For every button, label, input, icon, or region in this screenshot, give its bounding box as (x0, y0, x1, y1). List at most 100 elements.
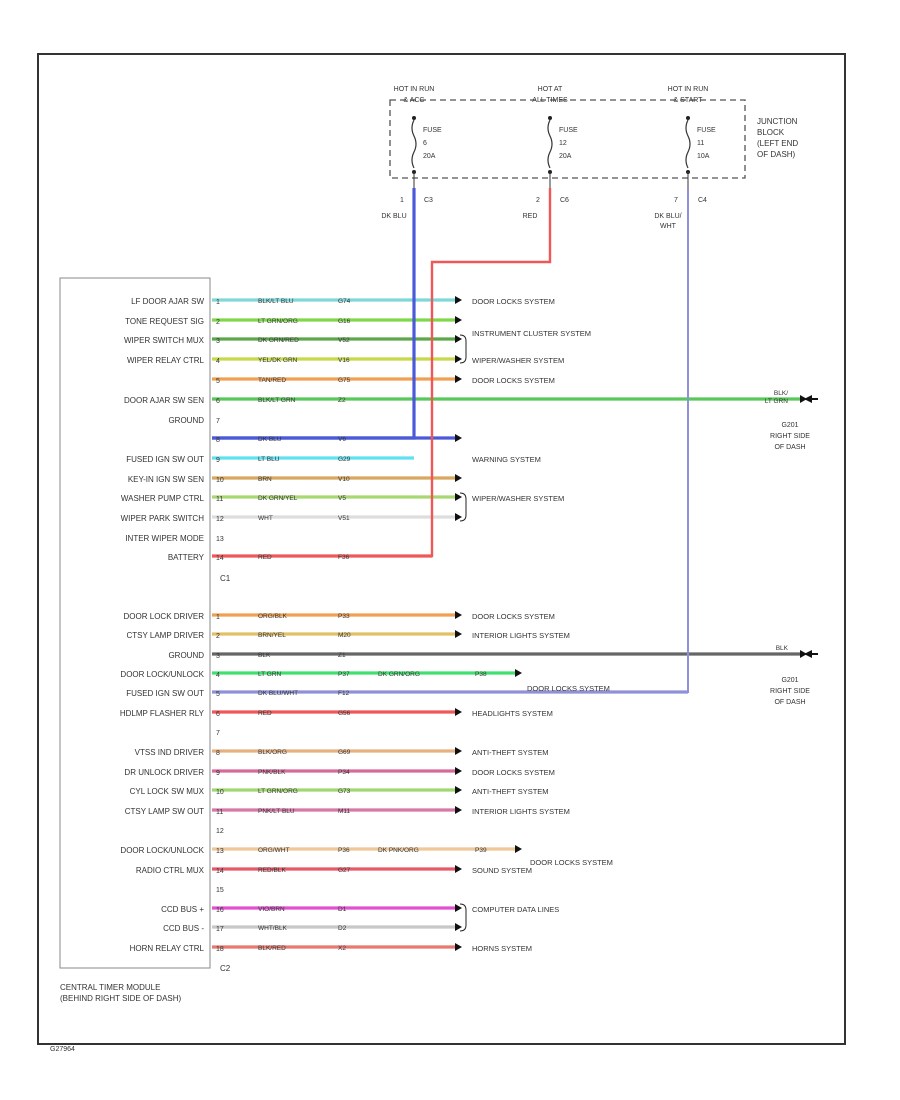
pin-number: 13 (216, 848, 224, 855)
fuse-terminal (548, 116, 552, 120)
wire-color-label: RED/BLK (258, 867, 286, 874)
wire-color-label: BLK/LT BLU (258, 298, 294, 305)
junction-label-line4: OF DASH) (757, 150, 796, 159)
circuit-label: G69 (338, 749, 351, 756)
ground-location-line2: OF DASH (774, 699, 805, 706)
fuse-feed-wire (212, 188, 416, 440)
circuit-label: Z2 (338, 397, 346, 404)
circuit-label: G73 (338, 788, 351, 795)
pin-label: WIPER PARK SWITCH (121, 514, 205, 523)
fuse-feed-wire (212, 188, 552, 558)
pin-number: 3 (216, 653, 220, 660)
group-brace (459, 334, 467, 364)
wire-arrow (800, 395, 807, 403)
pin-number: 15 (216, 887, 224, 894)
destination-label: WARNING SYSTEM (472, 455, 541, 464)
destination-label: WIPER/WASHER SYSTEM (472, 356, 564, 365)
ground-connector-icon (804, 650, 812, 658)
wire-arrow (455, 786, 462, 794)
circuit-label: M20 (338, 632, 351, 639)
wire-color-label: RED (258, 710, 272, 717)
circuit-label: G27 (338, 867, 351, 874)
junction-label-line1: JUNCTION (757, 117, 798, 126)
ground-id: G201 (781, 422, 798, 429)
wire-arrow (455, 513, 462, 521)
circuit-label: G16 (338, 318, 351, 325)
wire-color-label: LT GRN/ORG (258, 788, 298, 795)
pin-number: 1 (216, 299, 220, 306)
pin-label: CYL LOCK SW MUX (130, 787, 205, 796)
pin-number: 9 (216, 770, 220, 777)
pin-number: 1 (216, 614, 220, 621)
pin-number: 14 (216, 868, 224, 875)
wire-color-label: BRN (258, 476, 272, 483)
pin-number: 5 (216, 378, 220, 385)
fuse-number: 11 (697, 140, 704, 147)
pin-number: 4 (216, 358, 220, 365)
wire-arrow (515, 845, 522, 853)
module-box (59, 277, 211, 969)
pin-label: DOOR AJAR SW SEN (124, 396, 204, 405)
pin-label: LF DOOR AJAR SW (131, 297, 204, 306)
pin-label: TONE REQUEST SIG (125, 317, 204, 326)
fuse-wire-color-2: WHT (660, 223, 677, 230)
pin-label: WASHER PUMP CTRL (121, 494, 205, 503)
fuse-connector: C6 (560, 197, 569, 204)
destination-label: DOOR LOCKS SYSTEM (472, 297, 555, 306)
circuit-label: V52 (338, 337, 350, 344)
pin-number: 7 (216, 418, 220, 425)
pin-number: 10 (216, 477, 224, 484)
fuse-hot-line1: HOT IN RUN (394, 86, 435, 93)
pin-label: CTSY LAMP SW OUT (125, 807, 204, 816)
wire-color-label: PNK/LT BLU (258, 808, 295, 815)
wire-arrow (455, 708, 462, 716)
pin-number: 13 (216, 536, 224, 543)
wire-color-label: LT BLU (258, 456, 280, 463)
pin-number: 4 (216, 672, 220, 679)
fuse-amps: 10A (697, 153, 710, 160)
ground-connector-icon (804, 395, 812, 403)
destination-label: DOOR LOCKS SYSTEM (527, 684, 610, 693)
destination-label: ANTI-THEFT SYSTEM (472, 787, 549, 796)
wire-arrow (455, 355, 462, 363)
pin-label: RADIO CTRL MUX (136, 866, 205, 875)
wire-color-label: WHT/BLK (258, 925, 288, 932)
pin-label: DOOR LOCK/UNLOCK (120, 846, 204, 855)
pin-label: VTSS IND DRIVER (135, 748, 205, 757)
pin-number: 5 (216, 691, 220, 698)
wire-color-label: BLK/LT GRN (258, 397, 296, 404)
wire-arrow (455, 375, 462, 383)
pin-label: HORN RELAY CTRL (130, 944, 205, 953)
wire-arrow (455, 747, 462, 755)
fuse-feed-wire (212, 188, 689, 693)
destination-label: ANTI-THEFT SYSTEM (472, 748, 549, 757)
circuit-label: F36 (338, 554, 350, 561)
wire-arrow (455, 865, 462, 873)
fuse-name: FUSE (697, 127, 716, 134)
destination-label: HEADLIGHTS SYSTEM (472, 709, 553, 718)
wire-arrow (455, 767, 462, 775)
pin-label: DR UNLOCK DRIVER (124, 768, 204, 777)
pin-label: CTSY LAMP DRIVER (126, 631, 204, 640)
fuse-hot-line2: & ACC (403, 97, 424, 104)
fuse-name: FUSE (423, 127, 442, 134)
splice-wire-label: DK PNK/ORG (378, 847, 419, 854)
diagram-border (37, 53, 846, 1045)
pin-number: 2 (216, 633, 220, 640)
wire-color-label: ORG/BLK (258, 613, 288, 620)
splice-circuit-label: P39 (475, 847, 487, 854)
fuse-terminal (412, 116, 416, 120)
connector-label-c1: C1 (220, 574, 231, 583)
fuse-wire-color: DK BLU/ (654, 213, 681, 220)
wire-arrow (455, 296, 462, 304)
circuit-label: M11 (338, 808, 351, 815)
fuse-amps: 20A (559, 153, 572, 160)
destination-label: WIPER/WASHER SYSTEM (472, 494, 564, 503)
pin-number: 8 (216, 437, 220, 444)
destination-label: DOOR LOCKS SYSTEM (472, 376, 555, 385)
ground-wire-label: BLK (776, 645, 789, 652)
pin-label: FUSED IGN SW OUT (126, 455, 204, 464)
fuse-wire-color: DK BLU (381, 213, 406, 220)
wire-color-label: DK GRN/RED (258, 337, 299, 344)
